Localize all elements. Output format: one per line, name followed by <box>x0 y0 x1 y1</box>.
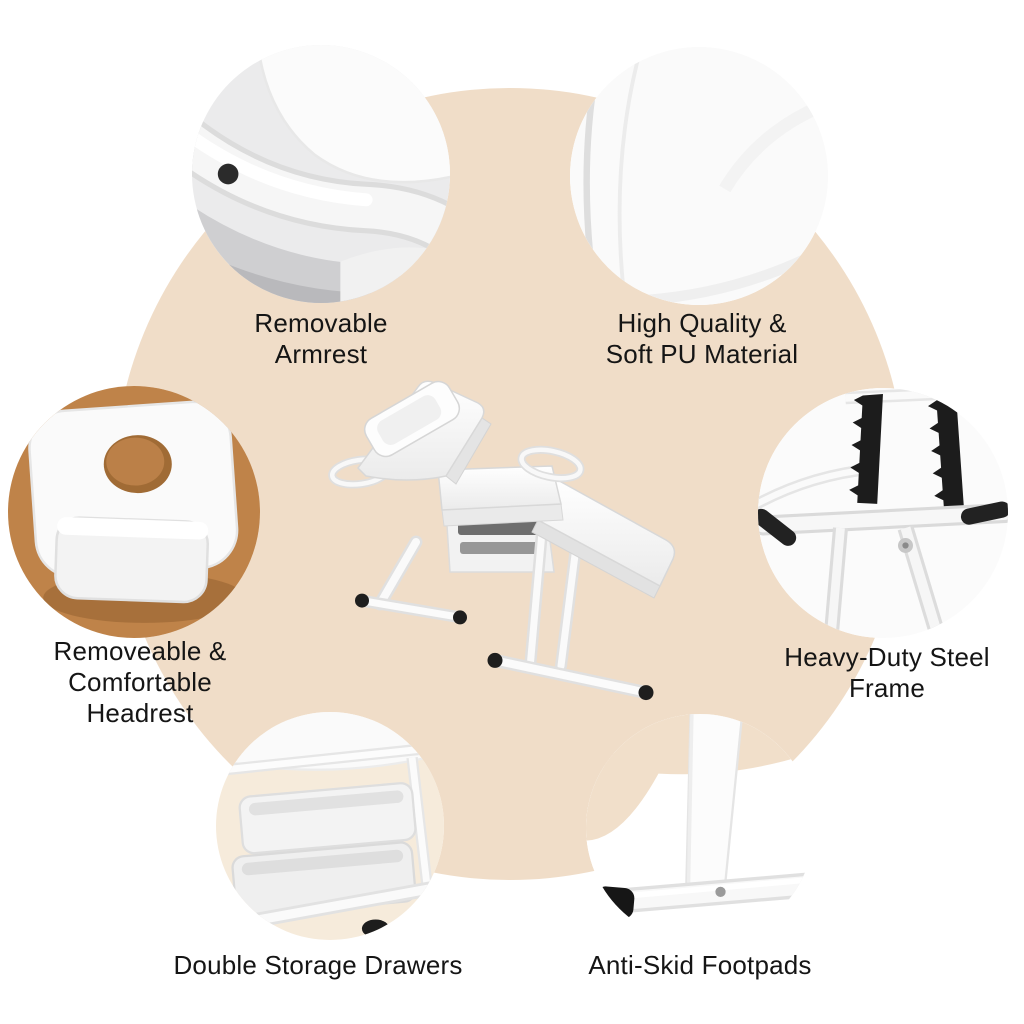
feature-image-headrest <box>8 386 260 638</box>
feature-image-armrest <box>192 45 450 303</box>
product-image-massage-chair <box>318 372 708 712</box>
chair-right-legs <box>487 526 654 701</box>
feature-label-footpads: Anti-Skid Footpads <box>588 950 812 980</box>
chair-left-leg <box>355 535 467 625</box>
feature-label-pu-material: High Quality & Soft PU Material <box>605 308 799 369</box>
feature-label-armrest: Removable Armrest <box>254 308 388 369</box>
footpads-closeup-illustration <box>586 714 814 942</box>
storage-drawers-closeup-illustration <box>216 712 444 940</box>
feature-label-steel-frame: Heavy-Duty Steel Frame <box>784 642 990 703</box>
chair-legrest <box>531 476 676 599</box>
chair-headrest <box>363 380 461 458</box>
chair-right-armrest <box>517 445 585 483</box>
pu-material-closeup-illustration <box>570 47 828 305</box>
steel-frame-closeup-illustration <box>758 388 1008 638</box>
feature-label-storage-drawers: Double Storage Drawers <box>173 950 463 980</box>
feature-image-storage-drawers <box>216 712 444 940</box>
headrest-closeup-illustration <box>8 386 260 638</box>
armrest-closeup-illustration <box>192 45 450 303</box>
feature-image-footpads <box>586 714 814 942</box>
feature-label-headrest: Removeable & Comfortable Headrest <box>53 636 227 728</box>
feature-image-pu-material <box>570 47 828 305</box>
massage-chair-illustration <box>328 380 676 701</box>
feature-image-steel-frame <box>758 388 1008 638</box>
chair-seat <box>437 465 564 527</box>
